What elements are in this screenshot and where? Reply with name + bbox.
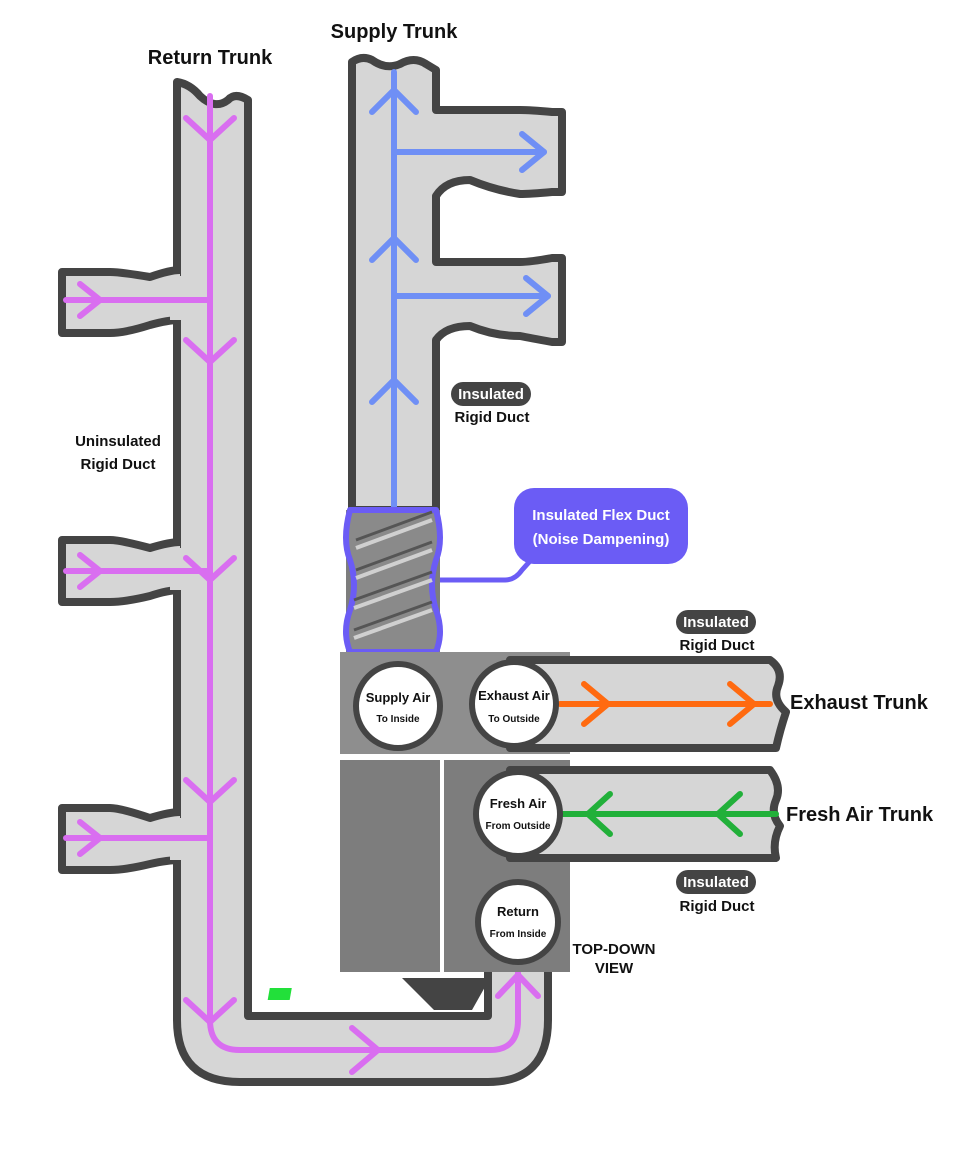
flex-callout-line2: (Noise Dampening) — [533, 531, 670, 548]
flex-callout-connector — [440, 548, 542, 583]
insulated-badge-exhaust: Insulated — [676, 610, 756, 634]
port-fresh-main: Fresh Air — [490, 796, 547, 811]
port-supply-sub: To Inside — [376, 714, 420, 725]
return-trunk-title: Return Trunk — [148, 47, 273, 69]
view-label-line1: TOP-DOWN — [572, 941, 655, 958]
rigid-duct-label-exhaust: Rigid Duct — [680, 637, 755, 654]
port-fresh: Fresh Air From Outside — [473, 769, 563, 859]
rigid-duct-label-supply: Rigid Duct — [455, 409, 530, 426]
flex-callout-line1: Insulated Flex Duct — [532, 507, 670, 524]
fresh-air-trunk-title: Fresh Air Trunk — [786, 804, 934, 826]
insulated-badge-supply: Insulated — [451, 382, 531, 406]
port-fresh-sub: From Outside — [485, 821, 550, 832]
exhaust-trunk-title: Exhaust Trunk — [790, 692, 929, 714]
view-label-line2: VIEW — [595, 960, 634, 977]
uninsulated-label-line2: Rigid Duct — [81, 456, 156, 473]
port-exhaust: Exhaust Air To Outside — [469, 659, 559, 749]
insulated-badge-fresh: Insulated — [676, 870, 756, 894]
status-indicator — [267, 988, 292, 1000]
port-exhaust-main: Exhaust Air — [478, 688, 550, 703]
port-exhaust-sub: To Outside — [488, 714, 540, 725]
insulated-badge-exhaust-text: Insulated — [683, 614, 749, 631]
insulated-badge-fresh-text: Insulated — [683, 874, 749, 891]
insulated-badge-supply-text: Insulated — [458, 386, 524, 403]
port-supply-main: Supply Air — [366, 690, 431, 705]
rigid-duct-label-fresh: Rigid Duct — [680, 898, 755, 915]
fresh-air-flow — [557, 791, 779, 837]
port-return-sub: From Inside — [490, 929, 547, 940]
port-supply: Supply Air To Inside — [353, 661, 443, 751]
port-return-main: Return — [497, 904, 539, 919]
exhaust-flow — [557, 681, 773, 727]
flex-duct — [343, 507, 443, 655]
supply-trunk-title: Supply Trunk — [331, 21, 459, 43]
supply-trunk-duct — [348, 53, 566, 514]
supply-flow — [369, 69, 551, 511]
return-flow — [63, 93, 541, 1075]
port-return: Return From Inside — [475, 879, 561, 965]
flex-callout-box — [514, 488, 688, 564]
uninsulated-label-line1: Uninsulated — [75, 433, 161, 450]
